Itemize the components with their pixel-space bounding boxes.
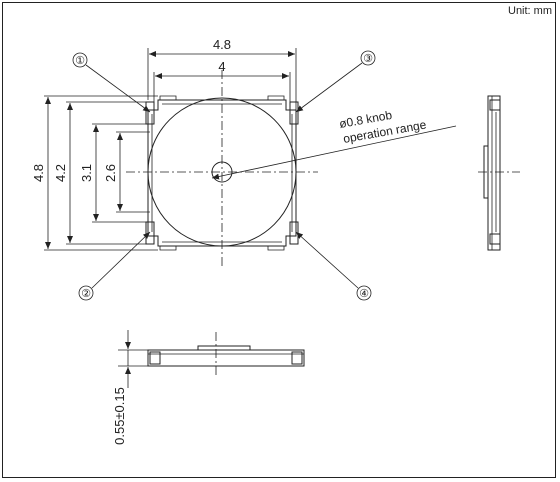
terminal-callout-3 (360, 50, 376, 66)
unit-label: Unit: mm (508, 5, 552, 17)
terminal-callout-4 (356, 285, 372, 301)
terminal-pad-1 (145, 101, 155, 125)
dim-label-4-2-left: 4.2 (53, 164, 68, 182)
knob-annotation: ø0.8 knob operation range (211, 108, 457, 180)
top-view (126, 70, 318, 268)
dim-label-4-8-top: 4.8 (213, 37, 231, 52)
side-view-bottom: 0.55±0.15 (112, 330, 305, 445)
dim-label-3-1-left: 3.1 (79, 164, 94, 182)
terminal-label-2: ② (81, 288, 91, 300)
knob-leader-line (211, 125, 457, 180)
left-dimensions: 4.8 4.2 3.1 2.6 (31, 95, 158, 251)
dim-label-2-6-left: 2.6 (103, 164, 118, 182)
terminal-pad-2 (145, 221, 155, 245)
dim-label-4-8-left: 4.8 (31, 164, 46, 182)
side-view-right (478, 95, 520, 251)
drawing-frame (2, 2, 556, 478)
dim-label-4-top: 4 (218, 59, 225, 74)
terminal-callouts: ① ③ ② ④ (72, 50, 376, 301)
terminal-callout-1 (72, 52, 88, 68)
terminal-label-1: ① (75, 55, 85, 67)
terminal-callout-2 (78, 285, 94, 301)
terminal-pad-3 (289, 101, 299, 125)
dim-label-height: 0.55±0.15 (112, 387, 127, 445)
terminal-label-3: ③ (363, 53, 373, 65)
terminal-label-4: ④ (359, 288, 369, 300)
top-dimensions: 4.8 4 (147, 37, 297, 110)
